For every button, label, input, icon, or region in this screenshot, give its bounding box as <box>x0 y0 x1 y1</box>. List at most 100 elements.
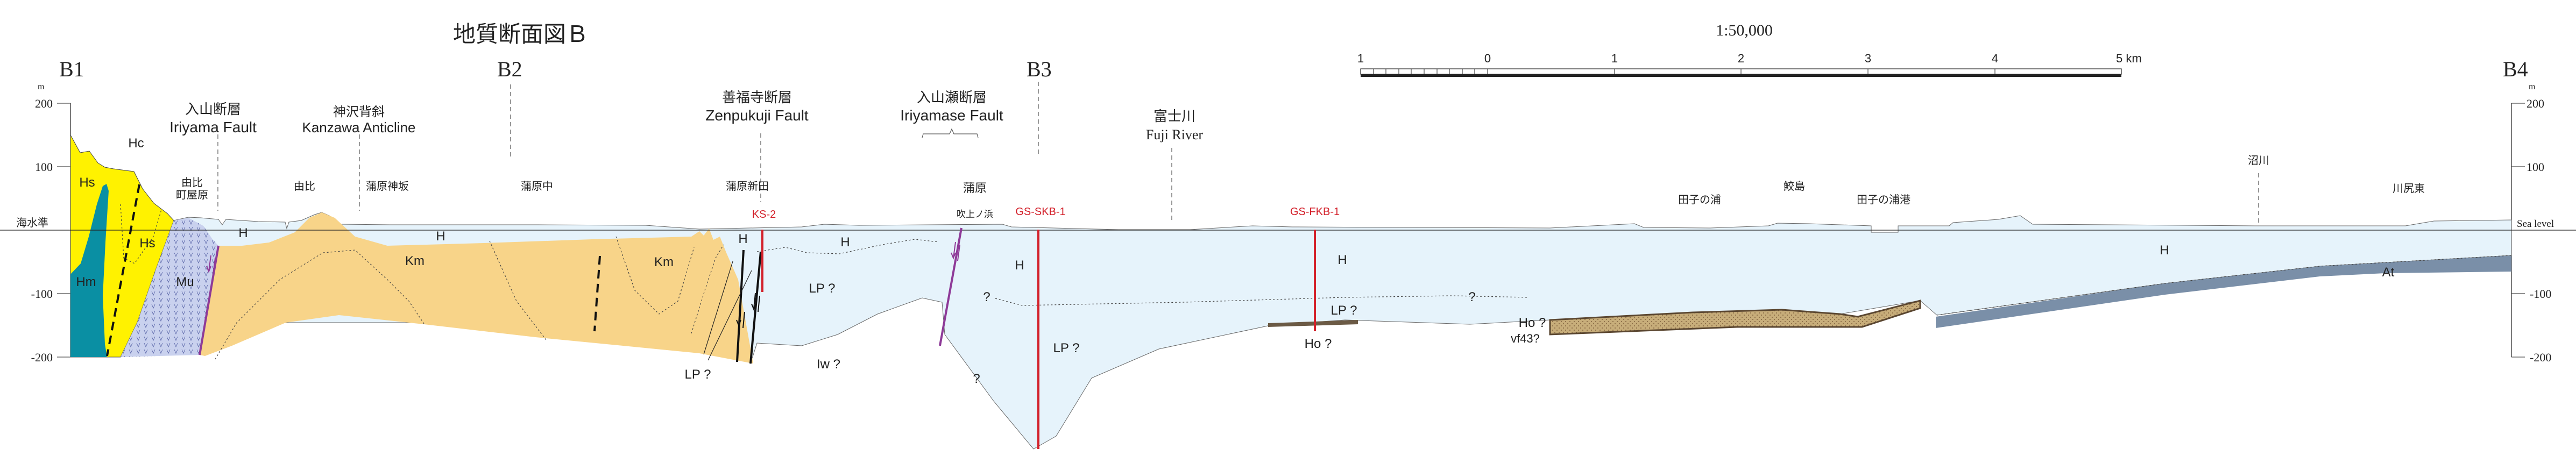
scale-ratio: 1:50,000 <box>1716 22 1773 39</box>
zenpukuji-fault-line <box>736 250 745 362</box>
scale-tick-label: 1 <box>1611 52 1618 65</box>
scale-tick-label: 3 <box>1865 52 1871 65</box>
axis-label: 200 <box>2527 97 2544 110</box>
boreholes: KS-2 GS-SKB-1 GS-FKB-1 <box>752 206 1340 449</box>
scale-tick-label: 1 <box>1357 52 1364 65</box>
fault-displacement-arrow-icon <box>951 241 960 261</box>
inferred-fault-line <box>593 255 601 332</box>
scale-tick-label: 4 <box>1992 52 1998 65</box>
point-b4: B4 <box>2503 57 2528 81</box>
scale-bar-thick <box>1361 74 2121 77</box>
section-title: 地質断面図Ｂ <box>453 21 589 47</box>
fault-displacement-arrow-icon <box>736 309 745 329</box>
unit-label: LP ? <box>809 281 836 296</box>
point-b1: B1 <box>59 57 84 81</box>
axis-label: 100 <box>35 160 53 174</box>
place-label: 吹上ノ浜 <box>957 209 993 220</box>
place-label: 町屋原 <box>176 188 208 201</box>
scale-bar-subdivisions <box>1373 69 1995 74</box>
axis-label: -100 <box>2530 287 2551 301</box>
fault-name-en: Iriyamase Fault <box>900 107 1003 124</box>
unit-label: Km <box>654 255 674 269</box>
structure-labels: 入山断層 Iriyama Fault 神沢背斜 Kanzawa Anticlin… <box>169 90 1203 142</box>
sea-level-label: 海水準 <box>16 216 48 229</box>
axis-label: -200 <box>31 351 53 364</box>
place-labels: 由比 町屋原 由比 蒲原神坂 蒲原中 蒲原新田 蒲原 吹上ノ浜 田子の浦 鮫島 … <box>176 154 2425 220</box>
fault-name-en: Zenpukuji Fault <box>705 107 809 124</box>
axis-label: 200 <box>35 97 53 110</box>
unit-label: H <box>840 235 850 250</box>
unit-ho-band <box>1268 320 1358 327</box>
unit-label: Iw ? <box>817 357 840 372</box>
unit-label: At <box>2382 265 2395 280</box>
place-label: 田子の浦港 <box>1857 193 1910 206</box>
place-label: 蒲原新田 <box>726 180 769 193</box>
axis-unit: m <box>2529 82 2536 91</box>
scale-tick-label: 0 <box>1484 52 1491 65</box>
unit-label: Hs <box>139 236 155 251</box>
unit-labels: Hc Hs Hs Hm Mu H H H H H H H Km Km Km LP… <box>76 136 2394 386</box>
unit-at-area <box>1936 255 2511 328</box>
unit-label: H <box>1015 258 1024 273</box>
unit-mu-area <box>121 218 218 357</box>
river-name-en: Fuji River <box>1146 127 1204 142</box>
unit-label: Hc <box>128 136 144 151</box>
scale-bar: 1:50,000 1 0 1 2 3 4 5 km <box>1357 22 2142 77</box>
unit-label: Hs <box>79 175 95 190</box>
axis-label: -200 <box>2530 351 2551 364</box>
sea-level-label: Sea level <box>2517 218 2554 230</box>
unit-label: ? <box>1468 290 1475 304</box>
fault-name-jp: 入山瀬断層 <box>917 90 987 106</box>
borehole-label: KS-2 <box>752 209 776 220</box>
unit-label: H <box>436 229 445 244</box>
unit-label: LP ? <box>685 367 711 382</box>
place-label: 沼川 <box>2248 154 2269 167</box>
unit-label: Ho ? <box>1519 316 1546 330</box>
unit-label: ? <box>973 372 980 386</box>
zenpukuji-fault-line <box>749 251 762 364</box>
fault-name-jp: 入山断層 <box>185 102 241 118</box>
unit-label: Hm <box>76 275 96 289</box>
unit-label: H <box>1337 253 1347 267</box>
place-label: 由比 <box>181 176 203 189</box>
iriyamase-fault-line <box>939 227 963 346</box>
axis-label: -100 <box>31 287 53 301</box>
borehole-label: GS-SKB-1 <box>1015 206 1065 218</box>
unit-label: H <box>738 232 747 246</box>
unit-label: vf43? <box>1511 332 1540 345</box>
anticline-name-jp: 神沢背斜 <box>333 104 385 119</box>
inferred-fault-line <box>106 184 140 357</box>
fault-branch-line <box>703 261 733 355</box>
fault-name-jp: 善福寺断層 <box>722 90 792 106</box>
anticline-name-en: Kanzawa Anticline <box>302 119 415 136</box>
left-elevation-axis: m 200 100 -100 -200 海水準 <box>16 82 71 364</box>
unit-label: LP ? <box>1053 341 1080 355</box>
unit-label: Mu <box>176 275 194 289</box>
unit-km-area <box>200 212 753 364</box>
unit-label: ? <box>983 290 990 304</box>
fault-name-en: Iriyama Fault <box>169 119 257 136</box>
right-elevation-axis: m 200 100 -100 -200 Sea level <box>2511 82 2554 364</box>
leader-lines <box>217 82 2259 226</box>
place-label: 蒲原中 <box>521 180 553 193</box>
faults <box>106 128 979 364</box>
unit-label: LP ? <box>1331 303 1357 318</box>
iriyama-fault-line <box>199 245 220 355</box>
bracket-icon <box>922 128 979 138</box>
unit-ho-vf43-area <box>1549 300 1921 336</box>
place-label: 蒲原 <box>963 182 987 195</box>
fault-displacement-arrow-icon <box>206 255 216 275</box>
scale-tick-label: 2 <box>1738 52 1744 65</box>
unit-label: H <box>2160 243 2169 258</box>
place-label: 蒲原神坂 <box>366 180 409 193</box>
point-b2: B2 <box>497 57 522 81</box>
scale-tick-label: 5 km <box>2116 52 2142 65</box>
unit-label: H <box>238 226 247 240</box>
place-label: 田子の浦 <box>1678 193 1721 206</box>
axis-label: 100 <box>2527 160 2544 174</box>
place-label: 川尻東 <box>2393 182 2425 195</box>
unit-label: Km <box>405 254 424 268</box>
fault-branch-line <box>707 270 752 361</box>
